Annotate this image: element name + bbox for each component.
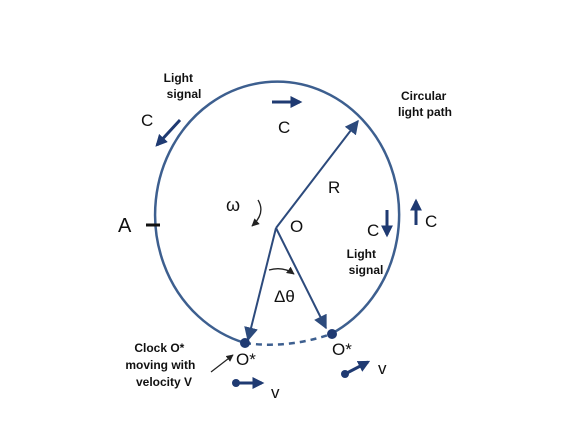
radius-label: R xyxy=(328,178,340,197)
velocity-arrow-right xyxy=(344,360,371,376)
o-star-right-label: O* xyxy=(332,340,352,359)
radius-vector xyxy=(275,119,359,229)
velocity-label-right: v xyxy=(378,359,387,378)
c-label-top-left: C xyxy=(141,111,153,130)
light-arrow-top-left xyxy=(155,118,182,147)
point-a-label: A xyxy=(118,215,132,237)
omega-label: ω xyxy=(226,195,240,215)
c-label-top: C xyxy=(278,118,290,137)
vector-to-o-star-left xyxy=(244,227,277,342)
o-star-left-point xyxy=(240,338,250,348)
circular-light-path xyxy=(153,80,401,345)
circular-light-path-label: Circular light path xyxy=(398,89,452,119)
c-label-right-outer: C xyxy=(425,212,437,231)
light-signal-right-label: Light signal xyxy=(347,247,384,277)
o-star-right-point xyxy=(327,329,337,339)
delta-theta-arc xyxy=(268,266,295,275)
clock-caption-pointer xyxy=(210,354,234,373)
clock-caption: Clock O* moving with velocity V xyxy=(125,341,198,389)
center-label: O xyxy=(290,217,303,236)
velocity-label-left: v xyxy=(271,383,280,402)
dashed-arc-segment xyxy=(244,332,332,346)
vector-to-o-star-right xyxy=(275,227,327,330)
o-star-left-label: O* xyxy=(236,350,256,369)
light-signal-top-label: Light signal xyxy=(164,71,202,101)
c-label-right-inner: C xyxy=(367,221,379,240)
omega-rotation-arrow xyxy=(251,199,262,227)
delta-theta-label: Δθ xyxy=(274,287,295,306)
